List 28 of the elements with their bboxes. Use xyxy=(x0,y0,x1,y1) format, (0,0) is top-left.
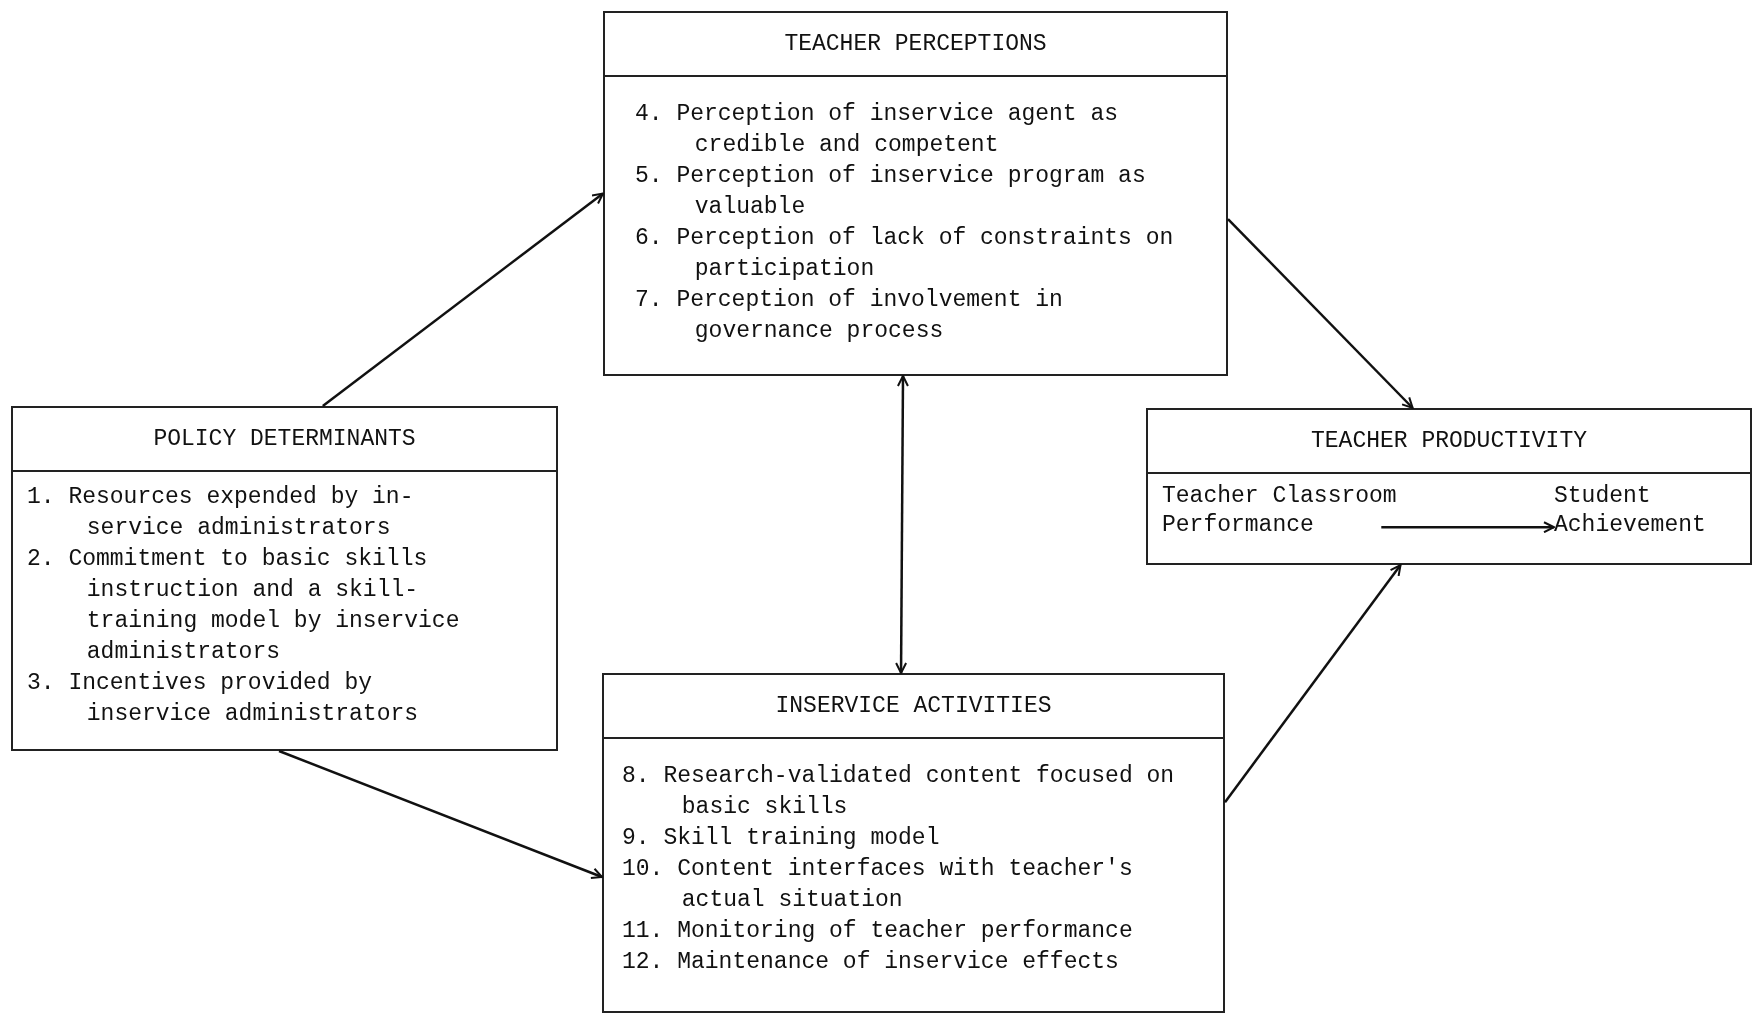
process-box xyxy=(602,673,1225,1013)
box-heading: POLICY DETERMINANTS xyxy=(13,408,556,472)
node-text: Teacher Classroom Performance xyxy=(1162,482,1417,540)
arrow xyxy=(895,375,909,674)
arrow xyxy=(1224,564,1402,803)
node-text: Student Achievement xyxy=(1554,482,1734,540)
arrow xyxy=(1227,218,1414,409)
arrow xyxy=(1381,521,1555,534)
box-heading: TEACHER PRODUCTIVITY xyxy=(1148,410,1750,474)
process-box xyxy=(11,406,558,751)
arrow xyxy=(322,192,604,407)
list-item: 10. Content interfaces with teacher's actual situation xyxy=(622,855,1134,915)
list-item: 6. Perception of lack of constraints on participation xyxy=(635,224,1175,284)
process-box xyxy=(603,11,1228,376)
arrow xyxy=(278,749,603,879)
list-item: 11. Monitoring of teacher performance xyxy=(622,917,1134,946)
list-item: 2. Commitment to basic skills instruction and a skill- training model by inservice administrators xyxy=(27,545,461,667)
box-heading: TEACHER PERCEPTIONS xyxy=(605,13,1226,77)
list-item: 3. Incentives provided by inservice administrators xyxy=(27,669,420,729)
list-item: 4. Perception of inservice agent as credible and competent xyxy=(635,100,1120,160)
box-heading: INSERVICE ACTIVITIES xyxy=(604,675,1223,739)
list-item: 5. Perception of inservice program as valuable xyxy=(635,162,1147,222)
list-item: 9. Skill training model xyxy=(622,824,941,853)
list-item: 8. Research-validated content focused on basic skills xyxy=(622,762,1176,822)
process-box xyxy=(1146,408,1752,565)
list-item: 1. Resources expended by in- service administrators xyxy=(27,483,415,543)
list-item: 7. Perception of involvement in governance process xyxy=(635,286,1064,346)
list-item: 12. Maintenance of inservice effects xyxy=(622,948,1120,977)
